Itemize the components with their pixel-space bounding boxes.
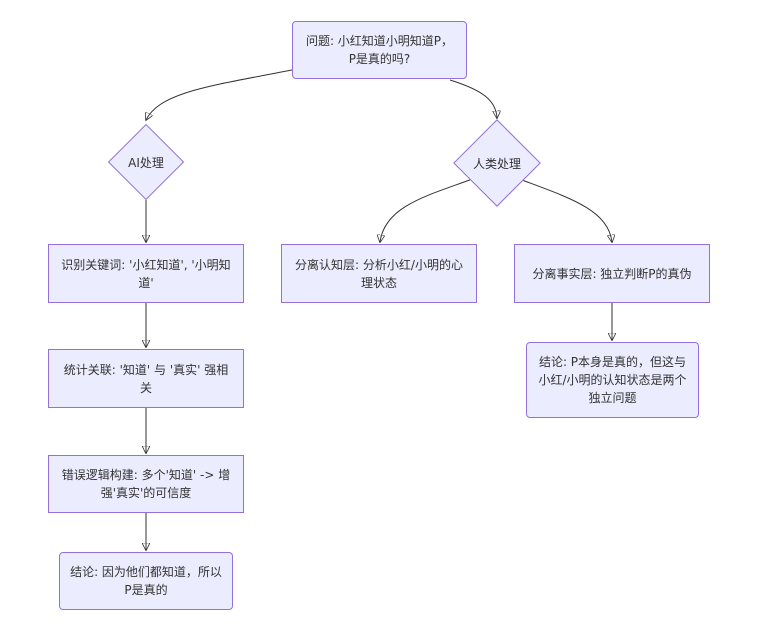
ai-conclusion-text: 结论: 因为他们都知道，所以P是真的: [70, 565, 222, 597]
ai-step-faulty-logic-text: 错误逻辑构建: 多个'知道' -> 增强'真实'的可信度: [61, 468, 231, 500]
edge-question-to-human: [449, 79, 497, 118]
human-decision-label: 人类处理: [472, 156, 521, 171]
human-fact-layer: 分离事实层: 独立判断P的真伪: [514, 244, 710, 303]
ai-step-statistics-text: 统计关联: '知道' 与 '真实' 强相关: [63, 362, 229, 395]
question-node: 问题: 小红知道小明知道P，P是真的吗?: [292, 21, 467, 79]
ai-step-faulty-logic: 错误逻辑构建: 多个'知道' -> 增强'真实'的可信度: [48, 455, 244, 513]
ai-decision-node: AI处理: [107, 123, 185, 201]
human-decision-node: 人类处理: [452, 119, 542, 207]
edge-human-to-fact: [521, 179, 612, 242]
human-cognitive-layer-text: 分离认知层: 分析小红/小明的心理状态: [295, 257, 463, 290]
ai-step-keywords-text: 识别关键词: '小红知道', '小明知道': [61, 257, 231, 290]
edge-human-to-cognitive: [380, 177, 476, 242]
ai-step-statistics: 统计关联: '知道' 与 '真实' 强相关: [48, 349, 244, 408]
human-cognitive-layer: 分离认知层: 分析小红/小明的心理状态: [281, 244, 477, 303]
ai-step-keywords: 识别关键词: '小红知道', '小明知道': [48, 244, 244, 303]
human-fact-layer-text: 分离事实层: 独立判断P的真伪: [532, 266, 692, 281]
human-conclusion-node: 结论: P本身是真的，但这与小红/小明的认知状态是两个独立问题: [526, 342, 699, 418]
question-text: 问题: 小红知道小明知道P，P是真的吗?: [305, 34, 454, 66]
ai-decision-label: AI处理: [128, 155, 164, 170]
human-conclusion-text: 结论: P本身是真的，但这与小红/小明的认知状态是两个独立问题: [538, 355, 687, 405]
ai-conclusion-node: 结论: 因为他们都知道，所以P是真的: [59, 552, 233, 610]
edge-question-to-ai: [146, 69, 293, 120]
